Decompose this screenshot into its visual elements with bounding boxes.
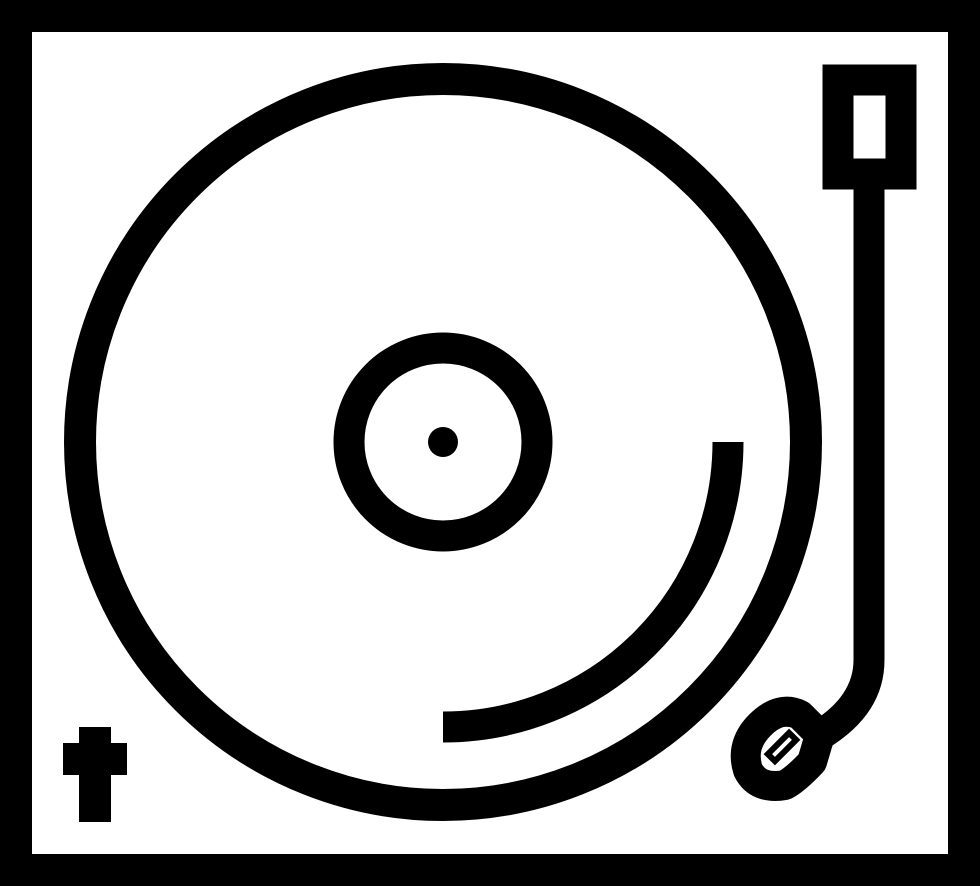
groove-arc bbox=[442, 441, 744, 743]
tonearm bbox=[811, 174, 885, 749]
tonearm-counterweight bbox=[822, 64, 917, 190]
cartridge-headshell bbox=[730, 696, 835, 801]
vinyl-record bbox=[64, 63, 822, 821]
spindle bbox=[428, 427, 458, 457]
record-label bbox=[333, 332, 553, 552]
cartridge-stylus bbox=[763, 728, 801, 766]
pitch-slider bbox=[63, 727, 127, 822]
